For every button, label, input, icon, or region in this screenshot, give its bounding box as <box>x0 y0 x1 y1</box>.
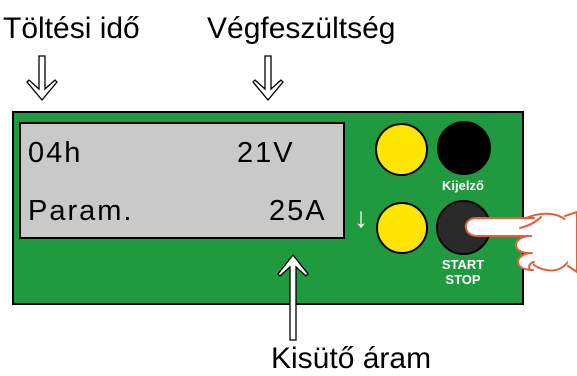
charge-time-label: Töltési idő <box>3 12 140 45</box>
discharge-current-arrow-icon <box>277 253 309 341</box>
down-arrow-icon: ↓ <box>354 202 368 233</box>
end-voltage-arrow-icon <box>252 55 284 102</box>
stop-label: STOP <box>445 272 481 287</box>
end-voltage-label: Végfeszültség <box>207 12 396 45</box>
yellow-button-down[interactable] <box>376 202 428 254</box>
discharge-current-label: Kisütő áram <box>271 342 432 375</box>
charge-time-arrow-icon <box>26 55 58 102</box>
lcd-param-label: Param. <box>28 195 134 227</box>
lcd-discharge-current-value: 25A <box>269 195 327 227</box>
display-button-label: Kijelző <box>442 178 484 193</box>
lcd-charge-time-value: 04h <box>28 137 83 169</box>
pointing-hand-icon <box>464 211 577 273</box>
lcd-end-voltage-value: 21V <box>237 137 295 169</box>
display-button[interactable] <box>437 121 491 175</box>
start-label: START <box>441 257 485 272</box>
yellow-button-up[interactable] <box>375 123 428 176</box>
lcd-display <box>19 122 345 239</box>
